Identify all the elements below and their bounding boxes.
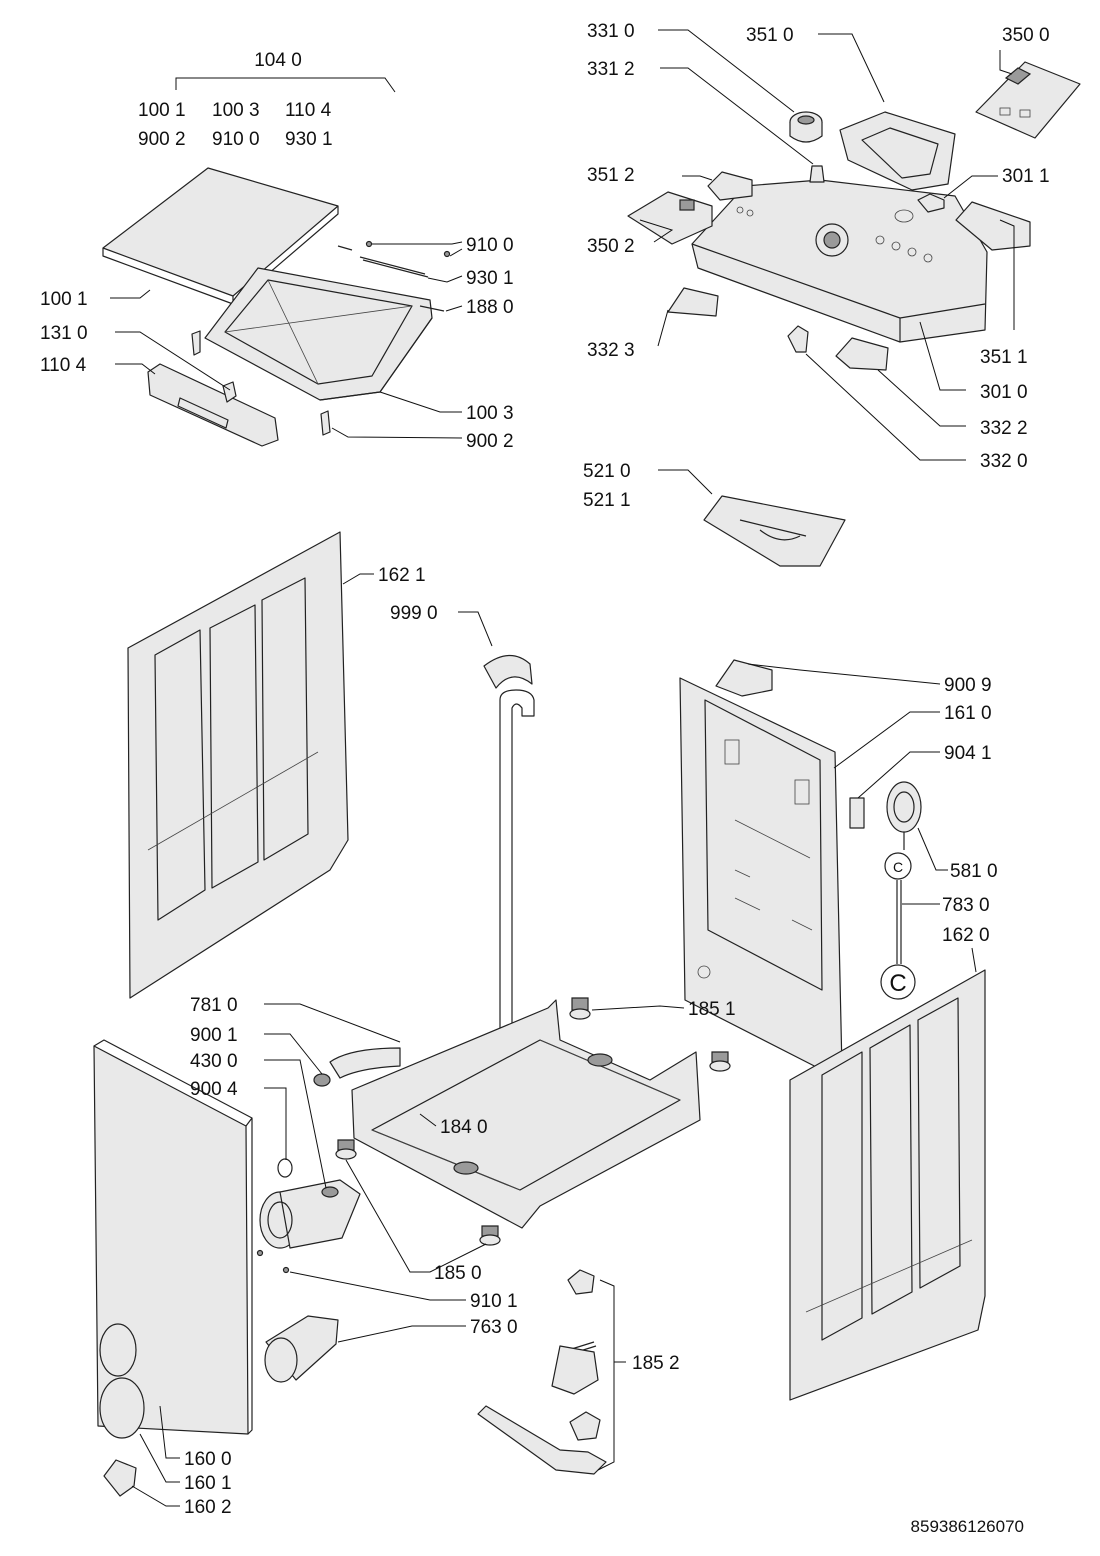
- knob-3310: [789, 111, 823, 143]
- support-3512: [707, 171, 753, 201]
- clamp-9004: [277, 1158, 293, 1178]
- label-7810: 781 0: [190, 995, 238, 1016]
- knob-shaft-3312: [809, 165, 825, 183]
- hinge-9002: [191, 330, 331, 436]
- label-5810: 581 0: [950, 861, 998, 882]
- screws-9101: [256, 1249, 290, 1274]
- label-1840: 184 0: [440, 1117, 488, 1138]
- front-panel-1600: [93, 1039, 253, 1435]
- label-1310: 131 0: [40, 323, 88, 344]
- support-3511: [955, 201, 1031, 251]
- control-panel-3010: [691, 179, 988, 343]
- feet-1851-1850: [335, 997, 731, 1246]
- label-9002-top: 900 2: [138, 129, 186, 150]
- led-3011: [917, 193, 945, 213]
- label-1600: 160 0: [184, 1449, 232, 1470]
- pressure-switch-5810: [886, 781, 922, 850]
- label-5211: 521 1: [583, 490, 631, 511]
- label-3510: 351 0: [746, 25, 794, 46]
- label-9100: 910 0: [466, 235, 514, 256]
- label-1601: 160 1: [184, 1473, 232, 1494]
- pcb-3502: [627, 191, 713, 245]
- label-5210: 521 0: [583, 461, 631, 482]
- bracket-3510: [839, 111, 956, 191]
- front-handle-1104: [147, 363, 279, 447]
- label-1602: 160 2: [184, 1497, 232, 1518]
- dispenser-5210: [703, 495, 846, 567]
- label-9009: 900 9: [944, 675, 992, 696]
- label-1104-top: 110 4: [285, 100, 332, 121]
- label-9990: 999 0: [390, 603, 438, 624]
- label-3512: 351 2: [587, 165, 635, 186]
- label-3010: 301 0: [980, 382, 1028, 403]
- label-9301: 930 1: [466, 268, 514, 289]
- buttons-3322: [835, 337, 889, 371]
- label-1621: 162 1: [378, 565, 426, 586]
- connector-symbol-large: C: [889, 970, 906, 997]
- connector-c-large: C: [880, 964, 916, 1000]
- connector-symbol-small: C: [893, 859, 903, 875]
- label-4300: 430 0: [190, 1051, 238, 1072]
- label-1852: 185 2: [632, 1353, 680, 1374]
- label-9004: 900 4: [190, 1079, 238, 1100]
- label-1851: 185 1: [688, 999, 736, 1020]
- label-9301-top: 930 1: [285, 129, 333, 150]
- side-panel-1620: [789, 969, 986, 1401]
- label-3323: 332 3: [587, 340, 635, 361]
- label-9002: 900 2: [466, 431, 514, 452]
- label-1620: 162 0: [942, 925, 990, 946]
- label-1880: 188 0: [466, 297, 514, 318]
- label-7630: 763 0: [470, 1317, 518, 1338]
- connector-c-small: C: [884, 852, 912, 880]
- label-3502: 350 2: [587, 236, 635, 257]
- top-lid-group-bracket: [175, 77, 396, 93]
- label-1001-top: 100 1: [138, 100, 186, 121]
- label-9101: 910 1: [470, 1291, 518, 1312]
- document-number: 859386126070: [911, 1517, 1024, 1536]
- label-7830: 783 0: [942, 895, 990, 916]
- side-panel-1621: [127, 531, 349, 999]
- label-1001: 100 1: [40, 289, 88, 310]
- drain-hose-7810: [313, 1047, 401, 1087]
- label-1850: 185 0: [434, 1263, 482, 1284]
- label-1040: 104 0: [254, 50, 302, 71]
- label-3322: 332 2: [980, 418, 1028, 439]
- label-3310: 331 0: [587, 21, 635, 42]
- pcb-3500: [975, 61, 1081, 139]
- small-parts-9100-9301-1880: [337, 240, 451, 312]
- label-9001: 900 1: [190, 1025, 238, 1046]
- label-3312: 331 2: [587, 59, 635, 80]
- label-9100-top: 910 0: [212, 129, 260, 150]
- lever-assembly-1852: [477, 1269, 607, 1475]
- label-1003-top: 100 3: [212, 100, 260, 121]
- label-3511: 351 1: [980, 347, 1028, 368]
- filter-9041: [849, 797, 865, 829]
- filter-7630: [264, 1315, 339, 1383]
- label-3500: 350 0: [1002, 25, 1050, 46]
- label-3320: 332 0: [980, 451, 1028, 472]
- hose-9990: [483, 654, 541, 1048]
- label-3011: 301 1: [1002, 166, 1050, 187]
- base-frame-1840: [351, 999, 701, 1229]
- button-3320: [787, 325, 809, 353]
- label-1003: 100 3: [466, 403, 514, 424]
- drain-pump-4300: [259, 1179, 361, 1249]
- buttons-3323: [667, 287, 719, 317]
- tube-7830: [896, 880, 902, 964]
- bracket-9009: [715, 659, 773, 697]
- cover-clip-1602: [103, 1459, 137, 1497]
- label-1610: 161 0: [944, 703, 992, 724]
- label-1104: 110 4: [40, 355, 87, 376]
- service-cover-1601: [99, 1377, 145, 1439]
- label-9041: 904 1: [944, 743, 992, 764]
